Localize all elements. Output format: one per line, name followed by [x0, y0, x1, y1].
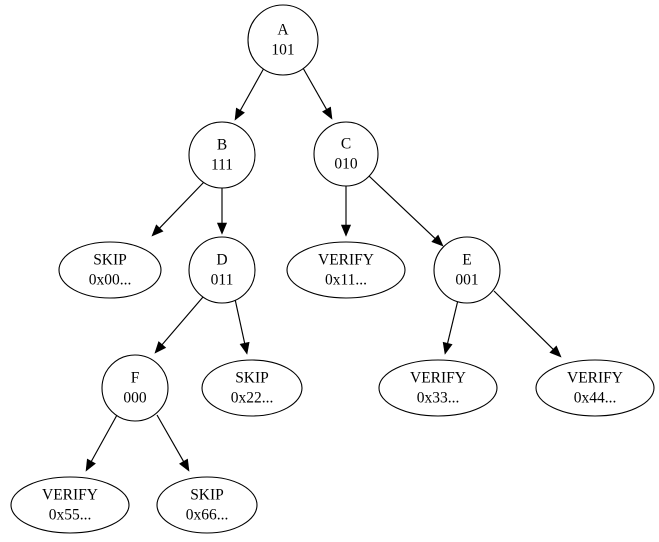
- arrowhead-icon: [234, 107, 245, 121]
- node-label-secondary: 0x22...: [231, 390, 274, 407]
- edge-f-to-verify5: [85, 414, 118, 472]
- edge-line: [156, 414, 185, 462]
- node-label-primary: A: [277, 22, 289, 39]
- node-circle[interactable]: [433, 236, 501, 304]
- arrowhead-icon: [154, 341, 167, 354]
- edge-line: [90, 414, 118, 462]
- arrowhead-icon: [85, 458, 96, 472]
- node-label-primary: B: [217, 137, 227, 154]
- edge-line: [161, 296, 204, 346]
- node-ellipse[interactable]: [156, 476, 258, 534]
- arrowhead-icon: [340, 224, 352, 237]
- arrowhead-icon: [151, 224, 164, 237]
- edge-a-to-c: [302, 67, 333, 120]
- node-label-primary: F: [131, 370, 140, 387]
- node-circle[interactable]: [188, 121, 256, 189]
- nodes-layer: A101B111C010SKIP0x00...D011VERIFY0x11...…: [10, 4, 655, 534]
- node-ellipse[interactable]: [201, 359, 303, 417]
- node-label-secondary: 010: [334, 156, 358, 173]
- edge-line: [447, 299, 459, 344]
- node-verify4[interactable]: VERIFY 0x44...: [535, 359, 655, 417]
- edges-layer: [85, 67, 562, 472]
- arrowhead-icon: [442, 341, 453, 355]
- edge-d-to-skip2: [234, 298, 250, 355]
- node-label-secondary: 011: [211, 272, 234, 289]
- node-label-primary: C: [341, 136, 351, 153]
- arrowhead-icon: [216, 222, 228, 235]
- edge-c-to-e: [368, 175, 444, 247]
- edge-c-to-verify1: [340, 184, 352, 237]
- node-skip6[interactable]: SKIP 0x66...: [156, 476, 258, 534]
- node-ellipse[interactable]: [58, 241, 162, 299]
- node-label-secondary: 0x33...: [417, 390, 460, 407]
- node-b[interactable]: B 111: [188, 121, 256, 189]
- edge-line: [159, 181, 205, 229]
- node-c[interactable]: C 010: [313, 121, 379, 187]
- node-circle[interactable]: [101, 354, 169, 422]
- edge-b-to-skip0: [151, 181, 205, 237]
- edge-f-to-skip6: [156, 414, 190, 472]
- node-circle[interactable]: [188, 236, 256, 304]
- edge-b-to-d: [216, 186, 228, 235]
- node-label-secondary: 0x44...: [574, 390, 617, 407]
- edge-d-to-f: [154, 296, 204, 354]
- node-label-secondary: 101: [271, 42, 294, 59]
- node-label-primary: SKIP: [93, 252, 127, 269]
- node-circle[interactable]: [247, 4, 319, 76]
- node-label-secondary: 0x00...: [89, 272, 132, 289]
- node-label-primary: VERIFY: [42, 487, 98, 504]
- node-circle[interactable]: [313, 121, 379, 187]
- node-a[interactable]: A 101: [247, 4, 319, 76]
- node-label-secondary: 0x55...: [49, 507, 92, 524]
- node-label-secondary: 0x11...: [325, 272, 367, 289]
- node-verify1[interactable]: VERIFY 0x11...: [286, 241, 406, 299]
- node-d[interactable]: D 011: [188, 236, 256, 304]
- edge-line: [368, 175, 436, 239]
- node-label-secondary: 001: [455, 272, 478, 289]
- edge-line: [239, 67, 265, 111]
- node-label-primary: VERIFY: [318, 252, 374, 269]
- node-ellipse[interactable]: [286, 241, 406, 299]
- node-f[interactable]: F 000: [101, 354, 169, 422]
- node-label-primary: VERIFY: [567, 370, 623, 387]
- node-label-secondary: 000: [123, 390, 147, 407]
- node-label-primary: E: [462, 252, 471, 269]
- edge-line: [302, 67, 328, 110]
- edge-a-to-b: [234, 67, 265, 121]
- node-skip0[interactable]: SKIP 0x00...: [58, 241, 162, 299]
- arrowhead-icon: [549, 345, 562, 358]
- edge-line: [234, 298, 246, 344]
- edge-e-to-verify4: [493, 290, 562, 358]
- node-verify5[interactable]: VERIFY 0x55...: [10, 476, 130, 534]
- node-ellipse[interactable]: [535, 359, 655, 417]
- arrowhead-icon: [322, 106, 333, 120]
- node-ellipse[interactable]: [10, 476, 130, 534]
- arrowhead-icon: [431, 234, 444, 247]
- node-verify3[interactable]: VERIFY 0x33...: [378, 359, 498, 417]
- node-ellipse[interactable]: [378, 359, 498, 417]
- node-label-primary: D: [216, 252, 227, 269]
- node-skip2[interactable]: SKIP 0x22...: [201, 359, 303, 417]
- node-label-primary: SKIP: [235, 370, 269, 387]
- arrowhead-icon: [239, 341, 250, 355]
- node-label-secondary: 111: [211, 157, 233, 174]
- arrowhead-icon: [179, 458, 190, 472]
- node-label-primary: SKIP: [190, 487, 224, 504]
- node-label-secondary: 0x66...: [186, 507, 229, 524]
- edge-e-to-verify3: [442, 299, 459, 355]
- node-e[interactable]: E 001: [433, 236, 501, 304]
- node-label-primary: VERIFY: [410, 370, 466, 387]
- edge-line: [493, 290, 554, 350]
